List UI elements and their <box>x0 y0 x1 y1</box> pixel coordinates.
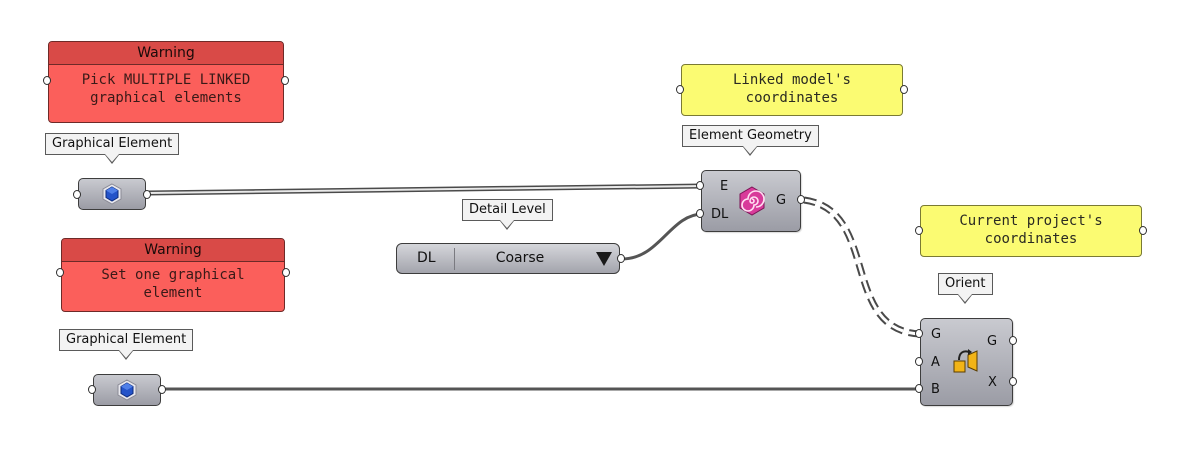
warning-panel-set-one[interactable]: Warning Set one graphical element <box>61 238 285 312</box>
warning-input-port[interactable] <box>56 268 64 277</box>
input-label-e: E <box>720 179 729 194</box>
graphical-element-param[interactable] <box>78 178 146 210</box>
wire-detail-level-to-dl[interactable] <box>621 212 704 261</box>
orient-input-a[interactable] <box>915 357 923 366</box>
orient-input-b[interactable] <box>915 384 923 393</box>
input-label-b: B <box>931 382 940 397</box>
note-input-port[interactable] <box>676 85 684 94</box>
note-current-project-coordinates[interactable]: Current project's coordinates <box>920 205 1142 257</box>
wire-geometry-to-orient[interactable] <box>803 196 921 338</box>
input-label-g: G <box>931 327 942 342</box>
dropdown-divider <box>454 248 455 270</box>
warning-panel-multiple-linked[interactable]: Warning Pick MULTIPLE LINKED graphical e… <box>48 41 284 123</box>
graphical-element-output-port[interactable] <box>158 385 166 394</box>
element-geometry-input-dl[interactable] <box>696 209 704 218</box>
warning-title: Warning <box>49 42 283 65</box>
dropdown-arrow-icon[interactable] <box>595 251 613 267</box>
note-output-port[interactable] <box>900 85 908 94</box>
graphical-element-input-port[interactable] <box>73 190 81 199</box>
orient-output-x[interactable] <box>1009 377 1017 386</box>
graphical-element-input-port[interactable] <box>88 385 96 394</box>
tooltip-graphical-element: Graphical Element <box>45 133 180 155</box>
warning-input-port[interactable] <box>43 76 51 85</box>
input-label-dl: DL <box>711 207 729 222</box>
warning-message: Pick MULTIPLE LINKED graphical elements <box>81 72 251 106</box>
orient-output-g[interactable] <box>1009 336 1017 345</box>
element-geometry-output-g[interactable] <box>797 195 805 204</box>
tooltip-orient: Orient <box>938 273 993 295</box>
detail-level-dropdown[interactable]: DL Coarse <box>396 243 620 274</box>
warning-output-port[interactable] <box>282 268 290 277</box>
detail-level-output-port[interactable] <box>617 254 625 263</box>
orient-component[interactable]: G A B G X <box>920 318 1013 406</box>
tooltip-detail-level: Detail Level <box>462 199 553 221</box>
blue-hexagon-icon <box>117 379 137 401</box>
orient-icon <box>953 349 978 373</box>
element-geometry-component[interactable]: E DL G <box>701 170 801 232</box>
detail-level-label: DL <box>417 250 436 266</box>
output-label-g: G <box>987 334 998 349</box>
warning-title: Warning <box>62 239 284 262</box>
output-label-g: G <box>776 193 787 208</box>
input-label-a: A <box>931 355 940 370</box>
note-input-port[interactable] <box>915 226 923 235</box>
tooltip-element-geometry: Element Geometry <box>682 125 819 147</box>
output-label-x: X <box>988 375 997 390</box>
graphical-element-output-port[interactable] <box>143 190 151 199</box>
warning-output-port[interactable] <box>281 76 289 85</box>
note-output-port[interactable] <box>1139 226 1147 235</box>
blue-hexagon-icon <box>102 183 122 205</box>
element-geometry-input-e[interactable] <box>696 181 704 190</box>
note-linked-model-coordinates[interactable]: Linked model's coordinates <box>681 64 903 116</box>
orient-input-g[interactable] <box>915 329 923 338</box>
warning-message: Set one graphical element <box>101 267 245 301</box>
detail-level-value: Coarse <box>495 250 545 266</box>
hexagon-spiral-icon <box>739 186 765 216</box>
graphical-element-param[interactable] <box>93 374 161 406</box>
tooltip-graphical-element: Graphical Element <box>59 329 194 351</box>
